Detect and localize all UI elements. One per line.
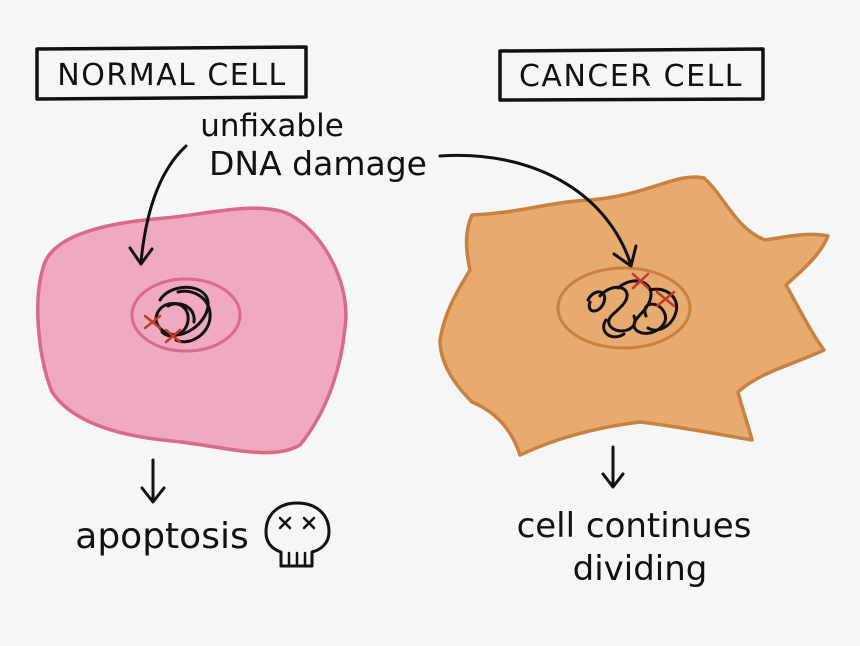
normal-cell-outcome: apoptosis	[75, 516, 248, 557]
cancer-cell-title: CANCER CELL	[519, 59, 743, 94]
normal-cell-dna	[154, 285, 212, 344]
dna-damage-annotation: unfixable DNA damage	[200, 108, 427, 183]
cancer-cell-nucleus	[556, 266, 692, 350]
cancer-cell-down-arrow	[601, 445, 625, 489]
annotation-line1: unfixable	[200, 108, 344, 144]
normal-cell-title: NORMAL CELL	[57, 58, 286, 93]
cancer-cell-outcome-line1: cell continues	[517, 506, 752, 546]
normal-cell	[36, 206, 348, 455]
normal-cell-label-box	[35, 45, 308, 101]
annotation-arrow-to-cancer	[438, 153, 638, 268]
annotation-arrow-to-normal	[128, 144, 188, 266]
annotation-line2: DNA damage	[209, 144, 427, 183]
cancer-cell-outcome-line2: dividing	[573, 549, 708, 589]
cancer-cell-dna	[586, 279, 679, 339]
normal-cell-label: NORMAL CELL	[35, 45, 308, 101]
cancer-cell	[438, 175, 830, 457]
normal-cell-nucleus	[130, 277, 242, 353]
normal-cell-down-arrow	[140, 458, 166, 504]
normal-cell-mutation-marks	[143, 314, 182, 344]
cancer-cell-label: CANCER CELL	[498, 47, 765, 102]
cancer-cell-label-box	[498, 47, 765, 102]
cancer-cell-mutation-marks	[631, 272, 676, 308]
skull-icon	[264, 501, 331, 568]
